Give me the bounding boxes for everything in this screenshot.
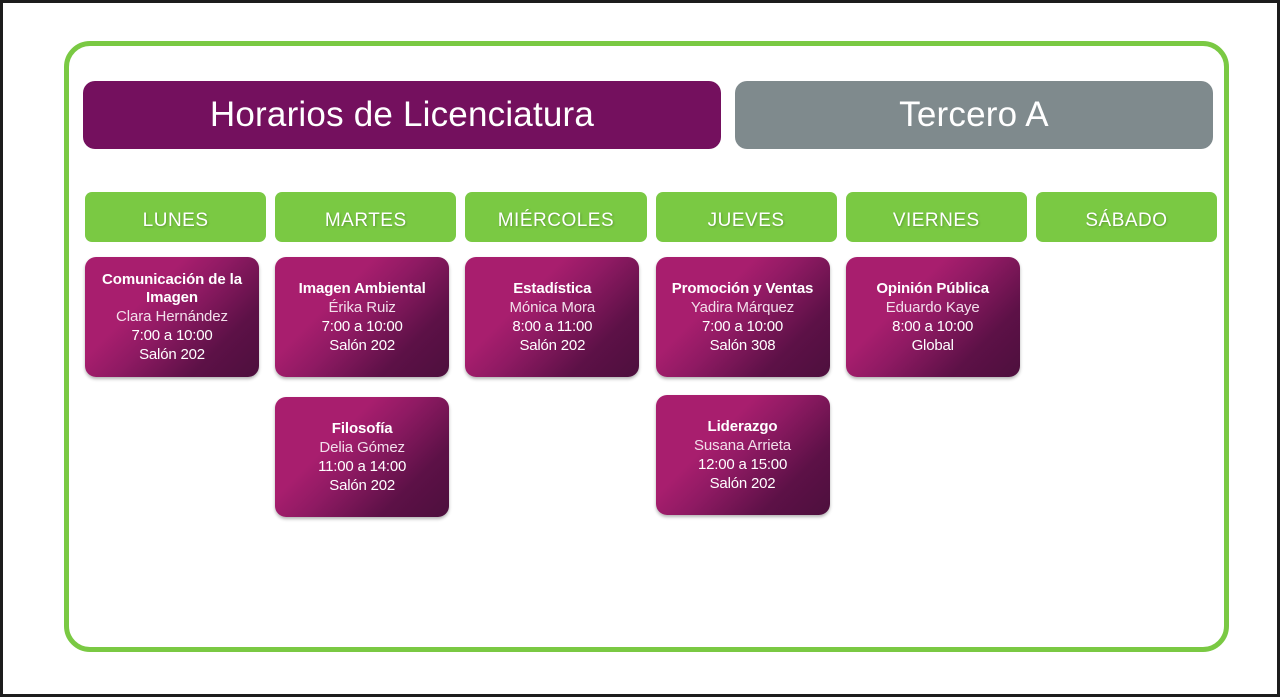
class-time: 7:00 a 10:00 — [131, 326, 213, 344]
class-teacher: Mónica Mora — [509, 298, 596, 316]
class-teacher: Eduardo Kaye — [885, 298, 980, 316]
day-header[interactable]: Viernes — [845, 192, 1027, 242]
page-title: Horarios de Licenciatura — [83, 81, 721, 149]
day-header[interactable]: Jueves — [655, 192, 837, 242]
class-room: Salón 202 — [329, 336, 396, 354]
class-time: 7:00 a 10:00 — [321, 317, 403, 335]
day-header[interactable]: Miércoles — [465, 192, 647, 242]
class-teacher: Érika Ruiz — [328, 298, 396, 316]
class-title: Imagen Ambiental — [298, 279, 426, 297]
class-title: Promoción y Ventas — [671, 279, 814, 297]
class-room: Salón 202 — [139, 345, 205, 363]
header-row: Horarios de Licenciatura Tercero A — [83, 81, 1213, 149]
day-header[interactable]: Martes — [275, 192, 457, 242]
class-title: Filosofía — [331, 419, 393, 437]
class-time: 8:00 a 10:00 — [892, 317, 974, 335]
class-teacher: Delia Gómez — [319, 438, 405, 456]
class-teacher: Clara Hernández — [116, 307, 228, 325]
content-frame — [64, 41, 1229, 652]
class-room: Salón 202 — [519, 336, 586, 354]
day-header[interactable]: Sábado — [1035, 192, 1218, 242]
class-room: Salón 202 — [709, 474, 776, 492]
class-room: Global — [911, 336, 954, 354]
day-header[interactable]: Lunes — [85, 192, 267, 242]
day-column-sabado: Sábado — [1035, 192, 1218, 517]
class-room: Salón 308 — [709, 336, 776, 354]
class-title: Estadística — [513, 279, 592, 297]
class-title: Liderazgo — [707, 417, 778, 435]
class-time: 8:00 a 11:00 — [512, 317, 593, 335]
class-teacher: Susana Arrieta — [694, 436, 792, 454]
class-time: 11:00 a 14:00 — [318, 457, 407, 475]
class-time: 12:00 a 15:00 — [697, 455, 788, 473]
class-room: Salón 202 — [329, 476, 396, 494]
class-time: 7:00 a 10:00 — [702, 317, 784, 335]
class-title: Opinión Pública — [876, 279, 990, 297]
section-badge: Tercero A — [735, 81, 1213, 149]
class-teacher: Yadira Márquez — [690, 298, 795, 316]
class-title: Comunicación de la Imagen — [102, 270, 242, 306]
